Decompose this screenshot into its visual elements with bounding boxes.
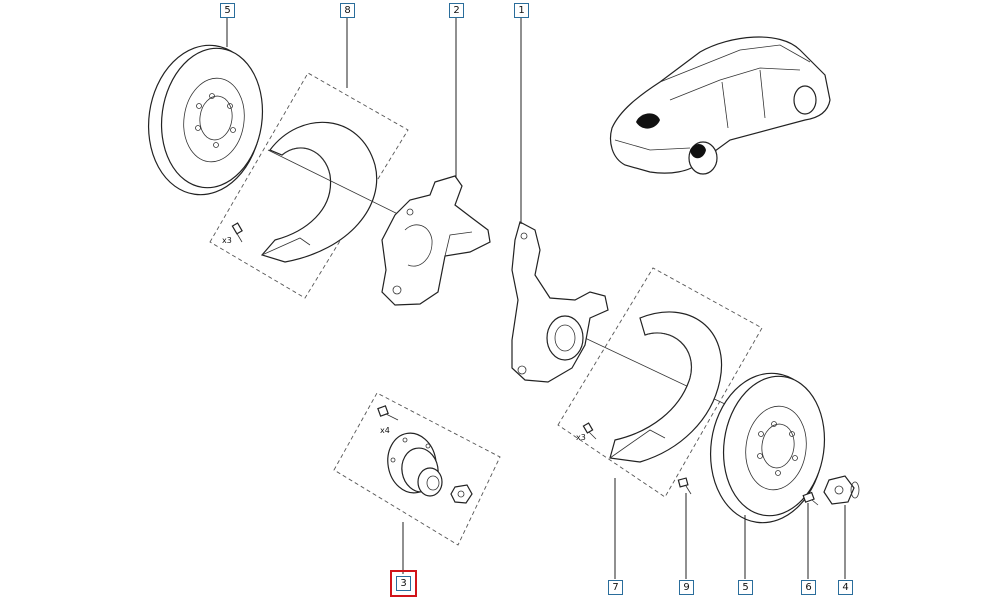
callout-9[interactable]: 9 [679, 580, 694, 595]
right-brake-shield[interactable] [609, 311, 723, 463]
right-shield-bolt[interactable] [582, 422, 597, 440]
qty-right-shield-bolts: x3 [576, 433, 586, 442]
right-brake-disc[interactable] [701, 366, 833, 530]
hub-group-outline [333, 392, 501, 546]
car-illustration [609, 36, 831, 175]
steering-knuckle-right[interactable] [511, 221, 609, 383]
right-shield-group-outline [557, 267, 763, 498]
wheel-hub-bearing[interactable] [383, 429, 443, 497]
callout-4[interactable]: 4 [838, 580, 853, 595]
steering-knuckle-left[interactable] [381, 175, 491, 306]
callout-2[interactable]: 2 [449, 3, 464, 18]
callout-3-selected[interactable]: 3 [390, 570, 417, 597]
left-shield-group-outline [209, 72, 409, 299]
hub-nut-right[interactable] [823, 475, 860, 505]
left-shield-bolt[interactable] [231, 222, 243, 243]
callout-1[interactable]: 1 [514, 3, 529, 18]
callout-8[interactable]: 8 [340, 3, 355, 18]
hub-nut[interactable] [450, 484, 473, 504]
qty-hub-bolts: x4 [380, 426, 390, 435]
callout-5-top[interactable]: 5 [220, 3, 235, 18]
callout-5-bottom[interactable]: 5 [738, 580, 753, 595]
left-brake-disc[interactable] [139, 38, 271, 202]
disc-screw[interactable] [802, 491, 819, 506]
callout-6[interactable]: 6 [801, 580, 816, 595]
callout-7[interactable]: 7 [608, 580, 623, 595]
hub-bolt[interactable] [377, 405, 399, 421]
left-brake-shield[interactable] [260, 121, 378, 263]
caliper-bolt[interactable] [677, 477, 692, 495]
qty-left-shield-bolts: x3 [222, 236, 232, 245]
